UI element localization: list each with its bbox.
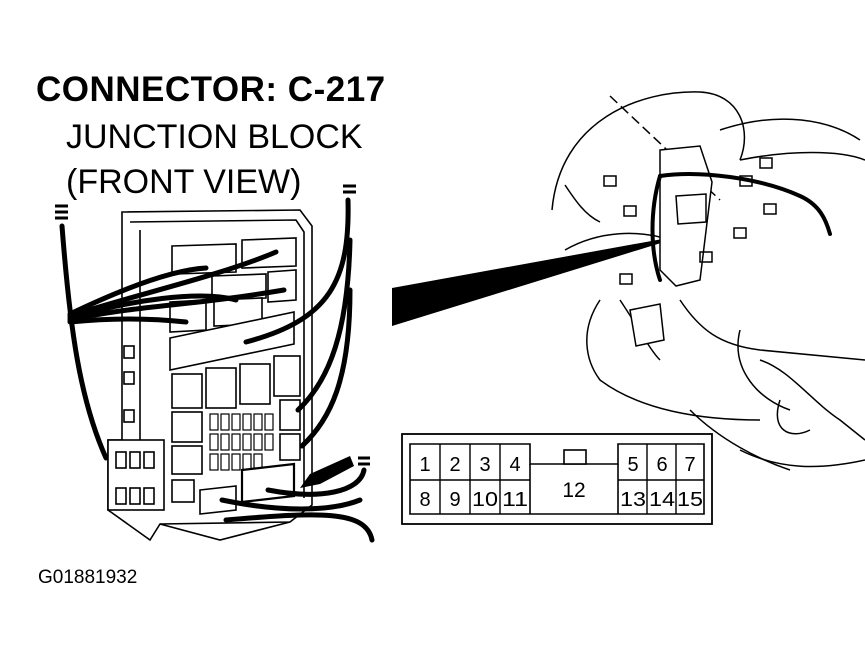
vehicle-location-view: [551, 91, 865, 471]
pin-2: 2: [449, 454, 460, 476]
pin-11: 11: [502, 489, 528, 511]
pin-9: 9: [449, 489, 460, 511]
pin-1: 1: [419, 454, 430, 476]
pin-4: 4: [509, 454, 520, 476]
pin-3: 3: [479, 454, 490, 476]
pin-6: 6: [656, 454, 667, 476]
pin-8: 8: [419, 489, 430, 511]
pin-7: 7: [684, 454, 695, 476]
location-pointer-wedge: [392, 234, 690, 326]
pin-5: 5: [627, 454, 638, 476]
connector-face: 1 2 3 4 5 6 7 8 9 10 11 12 13 14 15: [401, 433, 713, 525]
component-name: JUNCTION BLOCK: [66, 118, 363, 156]
pin-12: 12: [562, 479, 585, 502]
figure-code: G01881932: [38, 567, 138, 588]
wiring-harness: [59, 197, 375, 543]
connector-title: CONNECTOR: C-217: [36, 70, 386, 109]
pin-10: 10: [472, 489, 498, 511]
connector-pointer-arrow: [300, 456, 354, 488]
pin-15: 15: [677, 489, 703, 511]
pin-14: 14: [649, 489, 675, 511]
pin-13: 13: [620, 489, 646, 511]
view-label: (FRONT VIEW): [66, 163, 302, 201]
